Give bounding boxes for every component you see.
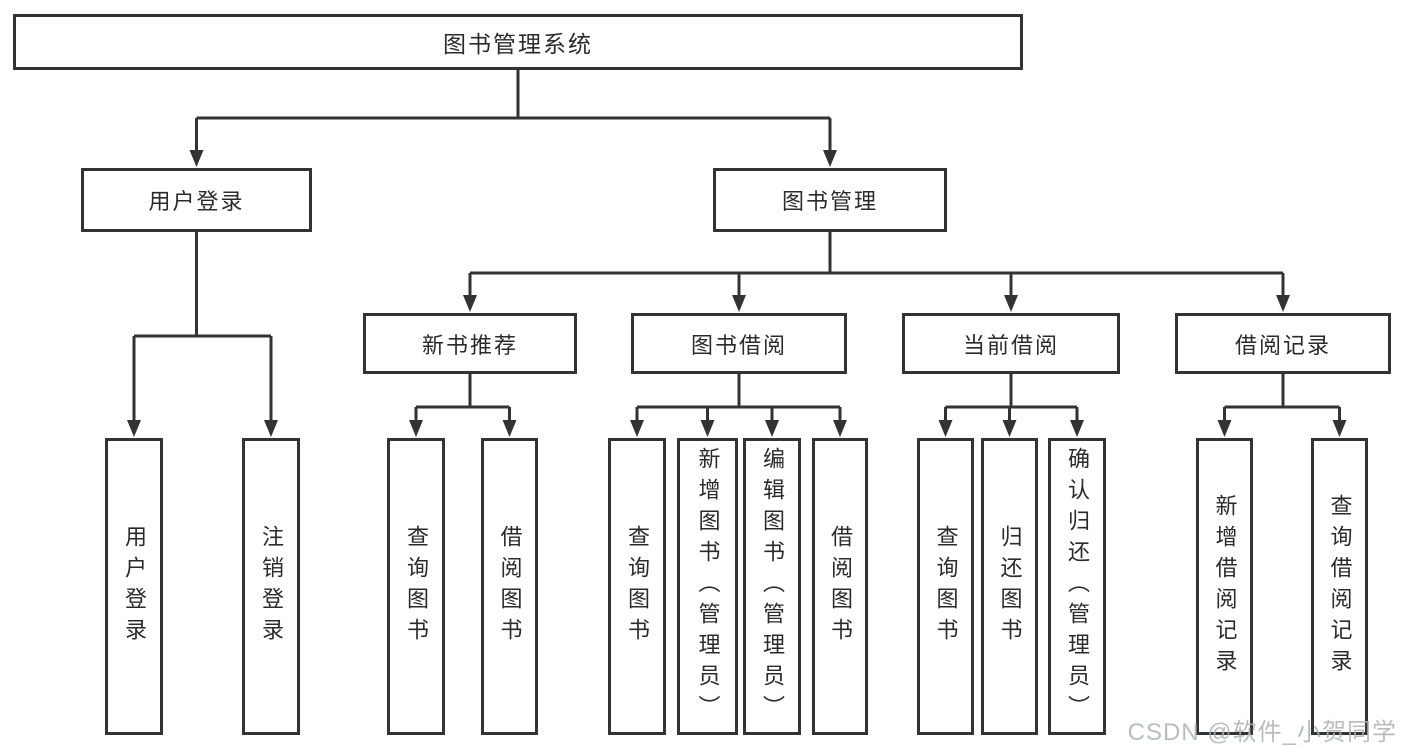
node-bb-add-book-label: 新增图书（管理员）	[695, 447, 721, 726]
node-borrow-records-label: 借阅记录	[1234, 332, 1331, 358]
node-logout: 注销登录	[242, 438, 300, 735]
node-book-management: 图书管理	[713, 168, 947, 232]
node-bb-add-book: 新增图书（管理员）	[677, 438, 738, 735]
node-cb-confirm-return-label: 确认归还（管理员）	[1065, 447, 1090, 726]
node-user-login: 用户登录	[81, 168, 312, 232]
node-nb-borrow-book-label: 借阅图书	[497, 524, 523, 649]
node-cb-return-book-label: 归还图书	[997, 524, 1023, 649]
node-nb-borrow-book: 借阅图书	[481, 438, 538, 735]
node-cb-return-book: 归还图书	[981, 438, 1038, 735]
node-br-add-record: 新增借阅记录	[1196, 438, 1253, 735]
node-logout-label: 注销登录	[259, 524, 284, 649]
node-user-login-label: 用户登录	[148, 189, 245, 214]
node-root-label: 图书管理系统	[443, 31, 593, 57]
node-book-borrow-label: 图书借阅	[690, 332, 787, 358]
node-br-query-record-label: 查询借阅记录	[1327, 493, 1353, 680]
node-bb-edit-book-label: 编辑图书（管理员）	[760, 447, 785, 726]
node-new-book-recommend: 新书推荐	[363, 313, 577, 374]
node-nb-query-book: 查询图书	[387, 438, 445, 735]
node-bb-query-book: 查询图书	[608, 438, 666, 735]
node-user-login-leaf: 用户登录	[105, 438, 163, 735]
node-br-add-record-label: 新增借阅记录	[1212, 493, 1238, 680]
node-br-query-record: 查询借阅记录	[1311, 438, 1368, 735]
node-bb-borrow-book-label: 借阅图书	[828, 524, 853, 649]
node-book-management-label: 图书管理	[781, 189, 878, 214]
node-current-borrow: 当前借阅	[902, 313, 1120, 374]
watermark-text: CSDN @软件_小贺同学	[1127, 719, 1397, 746]
node-nb-query-book-label: 查询图书	[404, 524, 429, 649]
node-cb-query-book-label: 查询图书	[933, 524, 959, 649]
node-root: 图书管理系统	[13, 14, 1023, 70]
node-borrow-records: 借阅记录	[1175, 313, 1391, 374]
node-bb-edit-book: 编辑图书（管理员）	[743, 438, 801, 735]
node-new-book-recommend-label: 新书推荐	[421, 332, 518, 358]
node-current-borrow-label: 当前借阅	[962, 332, 1059, 358]
node-user-login-leaf-label: 用户登录	[122, 524, 147, 649]
node-book-borrow: 图书借阅	[631, 313, 847, 374]
node-bb-query-book-label: 查询图书	[625, 524, 650, 649]
node-bb-borrow-book: 借阅图书	[812, 438, 868, 735]
node-cb-query-book: 查询图书	[917, 438, 974, 735]
node-cb-confirm-return: 确认归还（管理员）	[1048, 438, 1106, 735]
